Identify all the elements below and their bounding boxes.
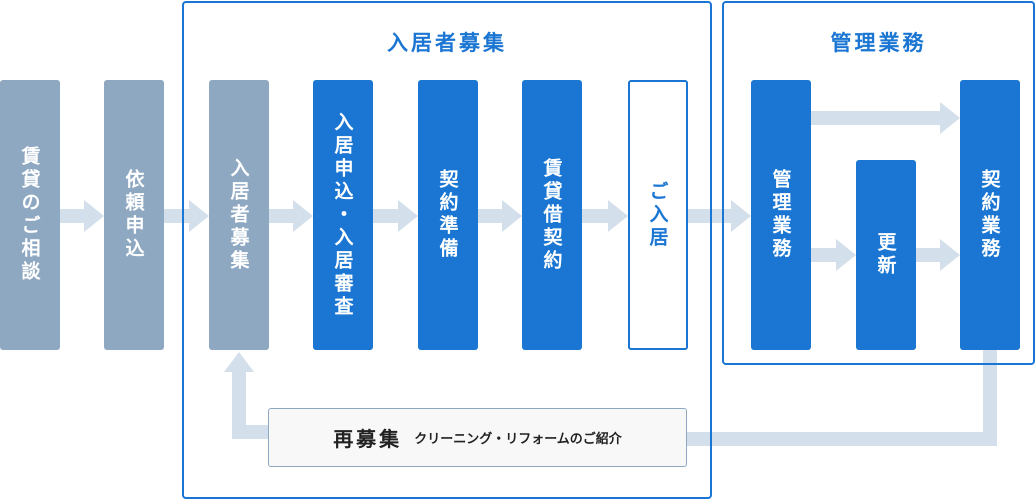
rerecruit-title: 再募集	[333, 427, 403, 451]
step-renewal: 更新	[856, 160, 916, 350]
recruit-group: 入居者募集	[182, 1, 712, 499]
rerecruit-box: 再募集 クリーニング・リフォームのご紹介	[268, 408, 687, 467]
group-title: 管理業務	[830, 31, 927, 55]
step-recruit: 入居者募集	[209, 80, 269, 350]
step-consult: 賃貸のご相談	[0, 80, 60, 350]
return-loop-arrow	[224, 350, 997, 446]
step-application: 入居申込・入居審査	[313, 80, 373, 350]
arrow-right	[60, 102, 960, 271]
manage-group: 管理業務	[722, 1, 1035, 365]
step-move-in: ご入居	[628, 80, 688, 350]
rerecruit-subtitle: クリーニング・リフォームのご紹介	[414, 432, 622, 447]
step-lease-contract: 賃貸借契約	[522, 80, 582, 350]
step-contract-work: 契約業務	[960, 80, 1020, 350]
step-management: 管理業務	[751, 80, 811, 350]
step-contract-prep: 契約準備	[418, 80, 478, 350]
step-request: 依頼申込	[104, 80, 164, 350]
group-title: 入居者募集	[387, 31, 507, 55]
